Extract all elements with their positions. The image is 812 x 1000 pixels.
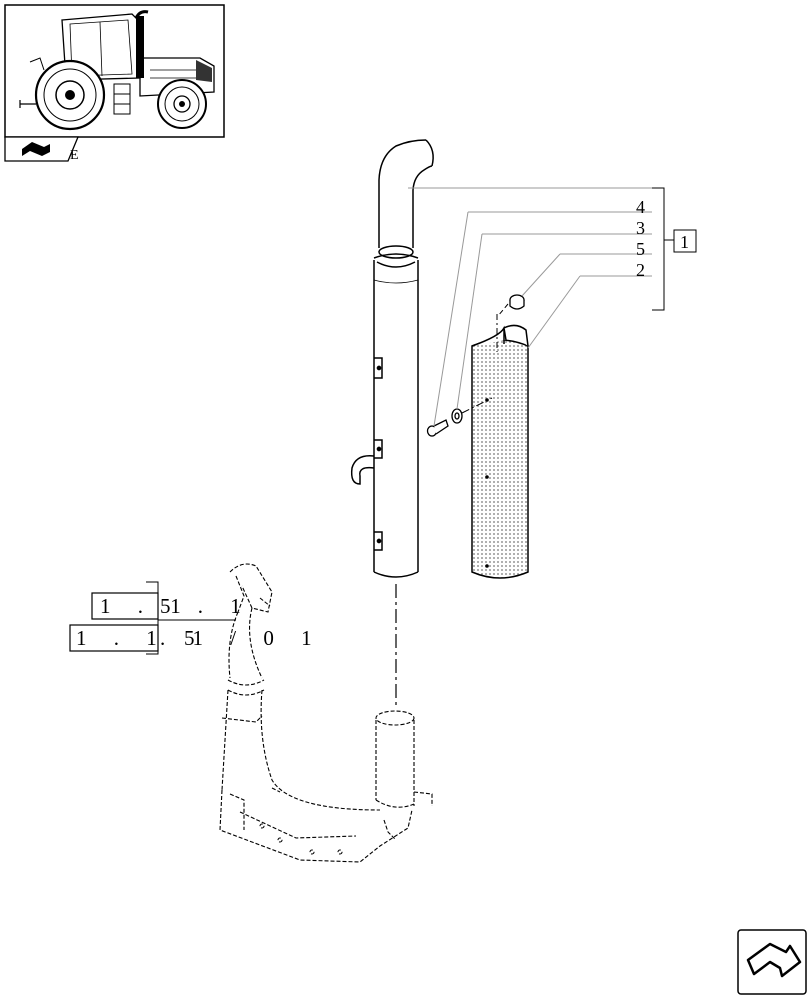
book-tab: E [4,136,79,163]
callout-5: 5 [636,239,645,259]
exhaust-stack-part [350,139,434,578]
washer-part [451,408,463,424]
bolt-axis [461,397,493,414]
assembly-bracket [652,187,665,311]
reference-2-boxed: 1 . 1 5 [76,626,206,650]
reference-2: 1 . 1 5 . 1 / 0 1 [69,624,323,652]
heat-shield-part [471,324,529,579]
reference-1: 1 . 1 5 . 1 [91,592,252,620]
reference-2-tail: . 1 / 0 1 [160,626,323,650]
next-page-arrow-icon[interactable] [737,929,807,995]
assembly-label: 1 [680,232,689,252]
leader-lines [408,187,664,427]
callout-2: 2 [636,260,645,280]
reference-bracket [146,581,159,655]
callout-3: 3 [636,218,645,238]
lower-exhaust-pipe [219,563,433,863]
assembly-label-box [673,229,697,253]
tractor-thumbnail [4,4,225,138]
reference-1-boxed: 1 . 1 [100,594,192,618]
book-icon [22,142,50,156]
nut-axis [497,303,509,317]
reference-1-tail: 5 . 1 [160,594,252,618]
bolt-part [426,419,449,437]
callout-4: 4 [636,197,645,217]
thumbnail-letter: E [70,148,79,163]
nut-part [509,294,525,310]
